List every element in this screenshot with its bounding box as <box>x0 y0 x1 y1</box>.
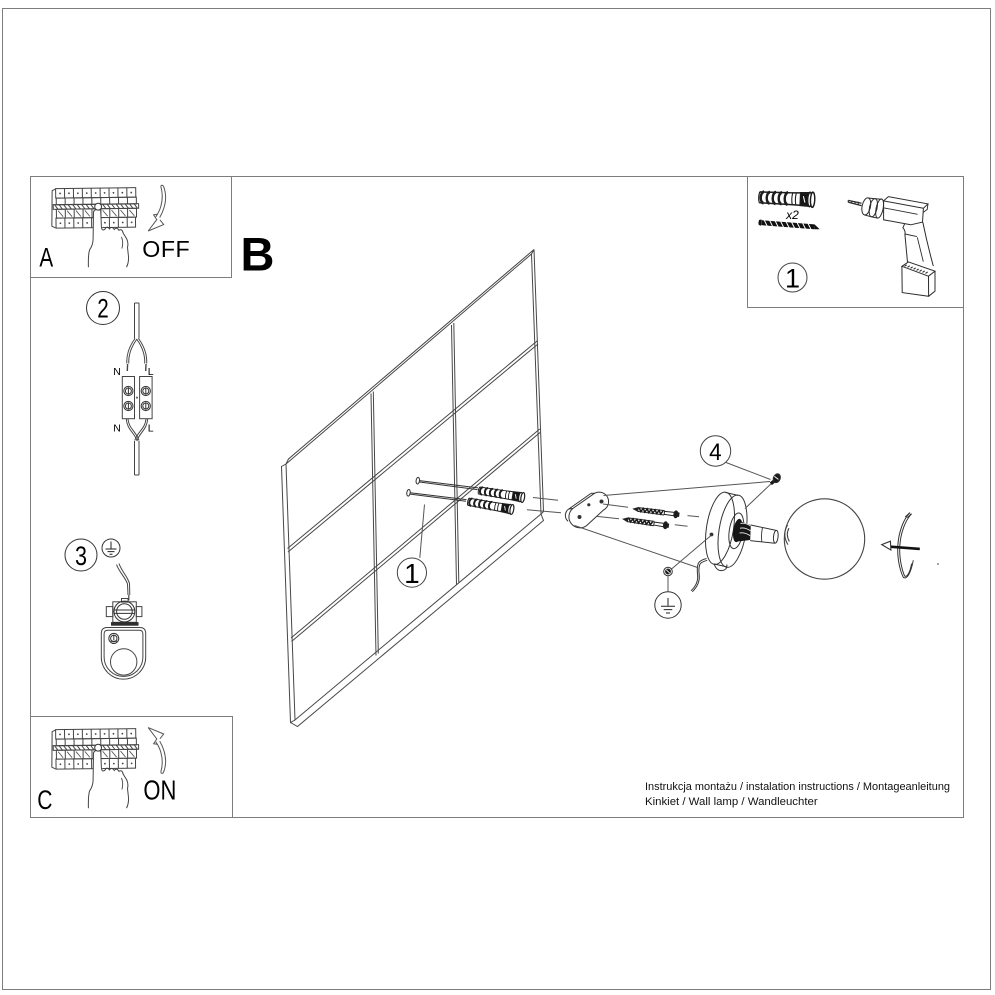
svg-text:B: B <box>241 227 275 280</box>
svg-text:C: C <box>37 785 52 815</box>
svg-text:1: 1 <box>785 264 800 294</box>
svg-text:Kinkiet / Wall lamp / Wandleuc: Kinkiet / Wall lamp / Wandleuchter <box>645 796 818 808</box>
svg-text:3: 3 <box>75 541 87 571</box>
svg-text:L: L <box>148 422 154 434</box>
svg-text:N: N <box>113 366 121 378</box>
svg-text:2: 2 <box>97 294 109 324</box>
svg-text:4: 4 <box>709 439 722 466</box>
svg-text:x2: x2 <box>785 208 799 222</box>
svg-text:ON: ON <box>143 775 176 806</box>
svg-text:Instrukcja montażu / instalati: Instrukcja montażu / instalation instruc… <box>645 781 950 793</box>
svg-text:A: A <box>39 242 53 272</box>
svg-text:OFF: OFF <box>142 236 190 262</box>
svg-text:N: N <box>113 422 121 434</box>
svg-text:1: 1 <box>404 558 420 589</box>
svg-text:L: L <box>148 366 154 378</box>
